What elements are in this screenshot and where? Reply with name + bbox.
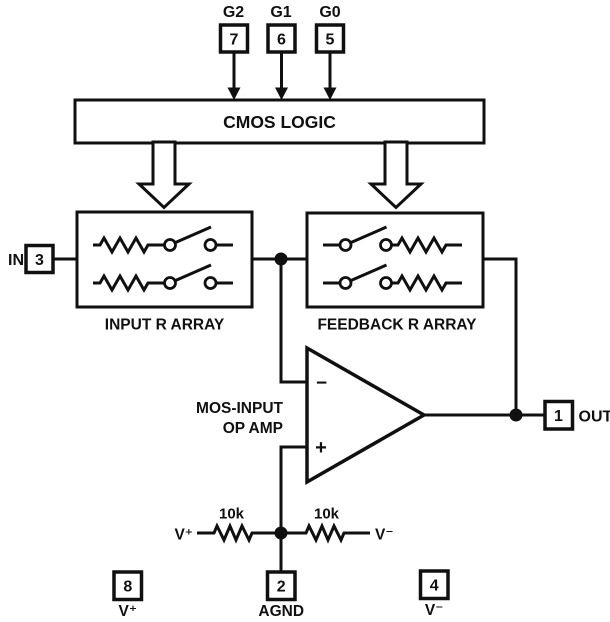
switch-lever-icon bbox=[350, 263, 388, 282]
pin-box-1 bbox=[543, 399, 575, 431]
in-pin: IN 3 bbox=[8, 243, 55, 275]
gate-pin-g0: G0 5 bbox=[314, 4, 346, 100]
bus-arrow-icon-right bbox=[367, 140, 425, 210]
feedback-r-array-block: FEEDBACK R ARRAY bbox=[305, 211, 485, 334]
wire-noninverting-input bbox=[279, 445, 307, 533]
resistor-symbol bbox=[93, 234, 165, 256]
bus-arrow-icon-left bbox=[135, 140, 193, 210]
vminus-pin: 4 V⁻ bbox=[418, 569, 450, 619]
pin-box-2 bbox=[265, 570, 297, 602]
gate-pin-g1: G1 6 bbox=[266, 4, 297, 100]
junction-dot bbox=[274, 526, 288, 540]
gate-label: G2 bbox=[223, 4, 244, 21]
switch-contact-icon bbox=[338, 238, 353, 252]
vplus-label: V⁺ bbox=[119, 603, 138, 620]
opamp-triangle-icon bbox=[305, 344, 428, 486]
left-resistor-value: 10k bbox=[219, 506, 245, 523]
right-rail-label: V⁻ bbox=[375, 527, 394, 544]
switch-contact-icon bbox=[338, 276, 353, 290]
pin-number: 2 bbox=[277, 579, 286, 596]
agnd-label: AGND bbox=[258, 603, 304, 620]
switch-contact-icon bbox=[163, 276, 177, 290]
input-r-array-label: INPUT R ARRAY bbox=[105, 317, 225, 334]
pin-number: 1 bbox=[554, 408, 563, 425]
pin-number: 8 bbox=[123, 579, 132, 596]
feedback-r-array-box bbox=[305, 211, 485, 309]
arrowhead-icon bbox=[227, 87, 241, 100]
switch-contact-icon bbox=[163, 238, 177, 252]
junction-dot bbox=[274, 252, 288, 266]
agnd-pin: 2 AGND bbox=[258, 570, 304, 620]
out-label: OUT bbox=[579, 409, 610, 426]
pin-box-3 bbox=[24, 243, 55, 275]
cmos-logic-block bbox=[73, 98, 486, 145]
pin-box-6 bbox=[266, 23, 297, 54]
inverting-input-sign: − bbox=[316, 373, 327, 394]
switch-contact-icon bbox=[379, 238, 393, 252]
opamp-label-line1: MOS-INPUT bbox=[196, 400, 284, 417]
right-resistor-value: 10k bbox=[314, 506, 340, 523]
pin-number: 4 bbox=[430, 578, 439, 595]
vplus-pin: 8 V⁺ bbox=[112, 570, 144, 620]
wire-inverting-input bbox=[279, 259, 307, 384]
feedback-r-array-label: FEEDBACK R ARRAY bbox=[317, 317, 477, 334]
out-pin: 1 OUT bbox=[543, 399, 610, 431]
cmos-logic-label: CMOS LOGIC bbox=[223, 112, 336, 132]
gate-label: G0 bbox=[319, 4, 340, 21]
opamp-label-line2: OP AMP bbox=[223, 420, 283, 437]
in-label: IN bbox=[8, 252, 24, 269]
switch-contact-icon bbox=[203, 238, 218, 252]
pin-number: 7 bbox=[230, 32, 239, 49]
switch-contact-icon bbox=[203, 276, 218, 290]
resistor-symbol bbox=[93, 272, 165, 294]
input-r-array-box bbox=[75, 210, 254, 309]
gate-label: G1 bbox=[270, 4, 291, 21]
switch-lever-icon bbox=[174, 263, 212, 282]
pin-number: 5 bbox=[326, 32, 335, 49]
resistor-symbol bbox=[391, 234, 462, 256]
vminus-label: V⁻ bbox=[425, 602, 444, 619]
pin-number: 6 bbox=[277, 32, 286, 49]
wire-feedback bbox=[483, 257, 518, 415]
resistor-symbol bbox=[391, 272, 462, 294]
op-amp-symbol: − + MOS-INPUT OP AMP bbox=[196, 344, 428, 486]
pin-box-4 bbox=[418, 569, 450, 601]
arrowhead-icon bbox=[275, 87, 288, 100]
junction-dot bbox=[509, 408, 523, 422]
left-rail-label: V⁺ bbox=[174, 527, 193, 544]
noninverting-input-sign: + bbox=[315, 437, 327, 459]
switch-contact-icon bbox=[379, 276, 393, 290]
switch-lever-icon bbox=[174, 225, 212, 244]
pin-number: 3 bbox=[35, 252, 44, 269]
gate-pin-g2: G2 7 bbox=[218, 4, 250, 100]
input-r-array-block: INPUT R ARRAY bbox=[75, 210, 254, 334]
switch-lever-icon bbox=[350, 225, 388, 244]
pin-box-8 bbox=[112, 570, 144, 602]
arrowhead-icon bbox=[323, 87, 337, 100]
